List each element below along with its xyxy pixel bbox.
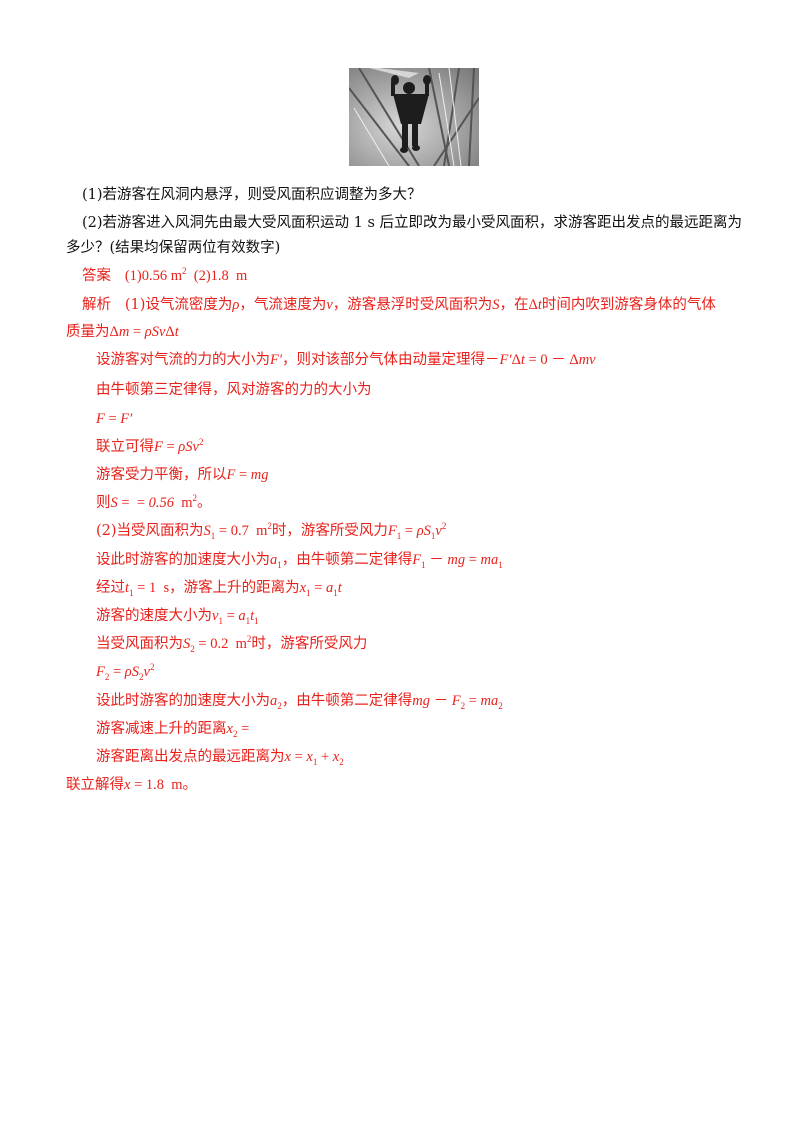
analysis-line-18: 联立解得x = 1.8 m。 bbox=[66, 777, 198, 793]
analysis-line-6: 联立可得F = ρSv2 bbox=[96, 437, 204, 455]
question-1: (1)若游客在风洞内悬浮，则受风面积应调整为多大？ bbox=[82, 187, 422, 203]
analysis-line-8: 则S = = 0.56 m2。 bbox=[96, 493, 212, 511]
analysis-line-14: F2 = ρS2v2 bbox=[96, 662, 155, 682]
analysis-line-5: F = F′ bbox=[96, 411, 133, 427]
analysis-line-15: 设此时游客的加速度大小为a2，由牛顿第二定律得mg － F2 = ma2 bbox=[96, 693, 503, 711]
analysis-line-9: (2)当受风面积为S1 = 0.7 m2时，游客所受风力F1 = ρS1v2 bbox=[96, 521, 447, 541]
analysis-line-10: 设此时游客的加速度大小为a1，由牛顿第二定律得F1 － mg = ma1 bbox=[96, 552, 503, 570]
question-2-line-2: 多少？(结果均保留两位有效数字) bbox=[66, 240, 281, 256]
analysis-line-2: 质量为Δm = ρSvΔt bbox=[66, 324, 179, 340]
analysis-line-16: 游客减速上升的距离x2 = bbox=[96, 721, 250, 739]
answer: 答案 (1)0.56 m2 (2)1.8 m bbox=[82, 266, 248, 284]
analysis-line-1: 解析 (1)设气流密度为ρ，气流速度为v，游客悬浮时受风面积为S，在Δt时间内吹… bbox=[82, 297, 716, 313]
analysis-line-7: 游客受力平衡，所以F = mg bbox=[96, 467, 269, 483]
analysis-line-11: 经过t1 = 1 s，游客上升的距离为x1 = a1t bbox=[96, 580, 342, 598]
analysis-line-17: 游客距离出发点的最远距离为x = x1 + x2 bbox=[96, 749, 344, 767]
analysis-line-12: 游客的速度大小为v1 = a1t1 bbox=[96, 608, 259, 626]
wind-tunnel-photo bbox=[349, 68, 479, 166]
question-2-line-1: (2)若游客进入风洞先由最大受风面积运动 1 s 后立即改为最小受风面积，求游客… bbox=[82, 215, 743, 231]
analysis-line-4: 由牛顿第三定律得，风对游客的力的大小为 bbox=[96, 382, 372, 398]
analysis-line-13: 当受风面积为S2 = 0.2 m2时，游客所受风力 bbox=[96, 634, 368, 654]
analysis-line-3: 设游客对气流的力的大小为F′，则对该部分气体由动量定理得－F′Δt = 0 － … bbox=[96, 352, 596, 368]
